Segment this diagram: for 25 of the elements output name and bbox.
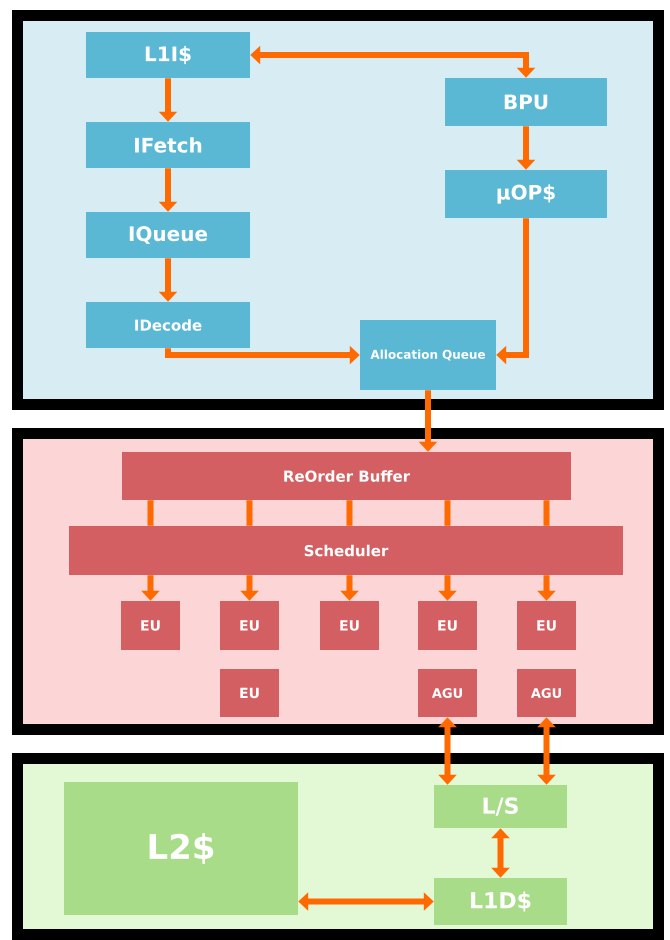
block-box: Scheduler: [69, 526, 623, 575]
block-box: L2$: [64, 782, 298, 915]
connector-line: [444, 500, 450, 526]
block-box: EU: [220, 669, 279, 717]
block-box: IQueue: [86, 212, 250, 258]
block-box: L1I$: [86, 32, 250, 78]
block-box: L1D$: [434, 878, 567, 925]
block-box: EU: [418, 601, 477, 650]
block-box: Allocation Queue: [360, 320, 496, 390]
connector-line: [544, 500, 550, 526]
block-box: EU: [517, 601, 576, 650]
block-box: EU: [220, 601, 279, 650]
block-box: EU: [320, 601, 379, 650]
block-box: L/S: [434, 785, 567, 828]
block-box: IDecode: [86, 302, 250, 348]
block-box: AGU: [418, 669, 477, 717]
block-box: µOP$: [445, 170, 607, 218]
connector-line: [148, 500, 154, 526]
block-box: AGU: [517, 669, 576, 717]
block-box: BPU: [445, 78, 607, 126]
connector-line: [246, 500, 252, 526]
block-box: ReOrder Buffer: [122, 452, 571, 500]
block-box: EU: [121, 601, 180, 650]
block-box: IFetch: [86, 122, 250, 168]
connector-line: [346, 500, 352, 526]
